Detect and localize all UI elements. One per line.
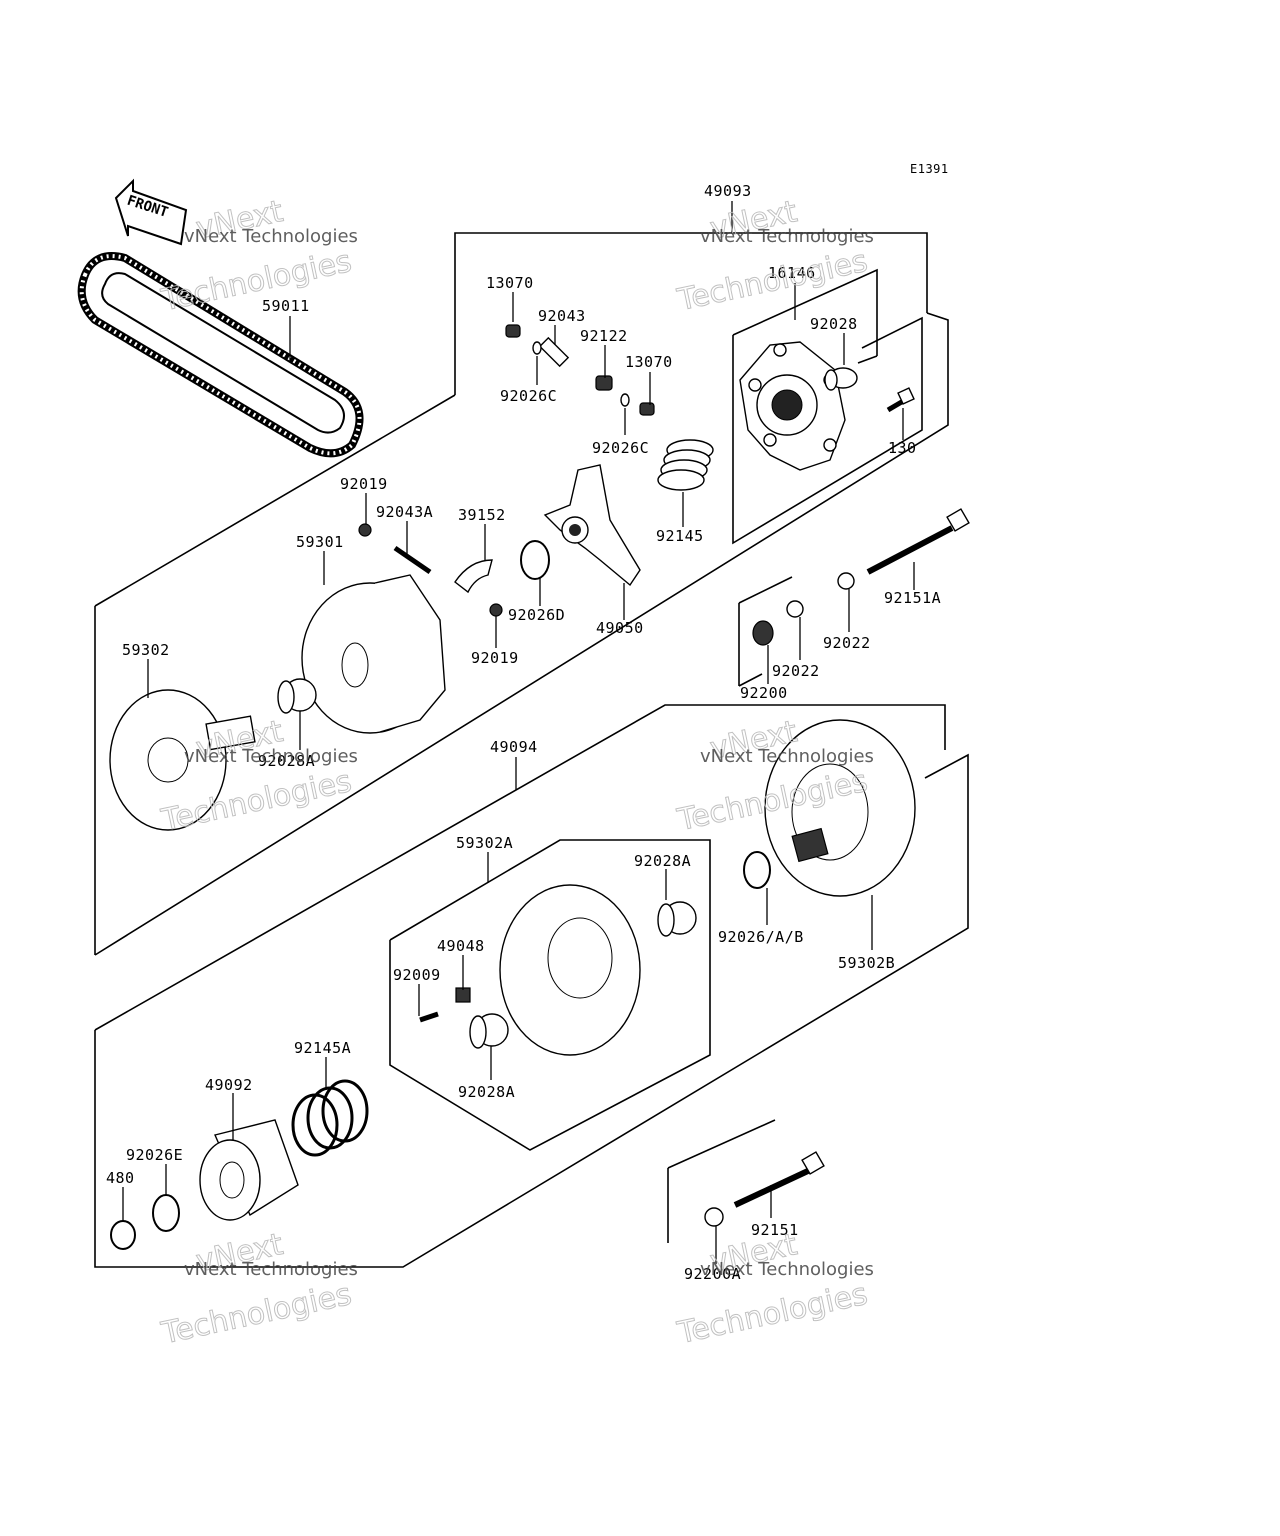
label-49092: 49092 [205, 1076, 253, 1094]
label-92019-a: 92019 [340, 475, 388, 493]
spacer-92200 [752, 620, 774, 646]
label-49050: 49050 [596, 619, 644, 637]
driven-sheave-59302b [764, 719, 916, 897]
drive-belt [77, 252, 364, 458]
part-labels: 49093 16146 13070 92043 92122 13070 9202… [106, 182, 941, 1283]
label-92026c-a: 92026C [500, 387, 557, 405]
svg-text:vNext Technologies: vNext Technologies [184, 1259, 358, 1280]
watermark-top-left: vNext vNext Technologies Technologies [157, 193, 358, 319]
washer-92022-a [837, 572, 855, 590]
spring-92145 [657, 439, 714, 491]
bolt-130 [886, 387, 915, 413]
label-92009: 92009 [393, 966, 441, 984]
leader-lines [122, 201, 915, 1264]
ring-92026d [520, 540, 550, 580]
svg-text:vNext Technologies: vNext Technologies [184, 746, 358, 767]
label-49093: 49093 [704, 182, 752, 200]
svg-text:Technologies: Technologies [674, 1277, 871, 1352]
label-92028a-top: 92028A [258, 752, 315, 770]
bushing-92028a-bottom [469, 1013, 509, 1049]
washer-92026c-b [620, 393, 630, 407]
svg-text:vNext Technologies: vNext Technologies [184, 226, 358, 247]
pin-92043a [393, 545, 432, 575]
label-16146: 16146 [768, 264, 816, 282]
diagram-code: E1391 [910, 162, 949, 176]
screw-92009 [419, 1011, 439, 1023]
cam-49092 [199, 1119, 299, 1221]
label-13070-a: 13070 [486, 274, 534, 292]
label-92145a: 92145A [294, 1039, 351, 1057]
label-92026c-b: 92026C [592, 439, 649, 457]
movable-sheave-59301 [301, 574, 446, 734]
label-59302b: 59302B [838, 954, 895, 972]
label-92122: 92122 [580, 327, 628, 345]
pin-92043 [538, 336, 570, 368]
label-92022-a: 92022 [823, 634, 871, 652]
svg-text:vNext Technologies: vNext Technologies [700, 746, 874, 767]
group-box-16146 [732, 268, 878, 356]
ring-92026ab [743, 851, 771, 889]
label-92043a: 92043A [376, 503, 433, 521]
bushing-92028a-top [277, 678, 317, 714]
svg-text:Technologies: Technologies [158, 1277, 355, 1352]
label-39152: 39152 [458, 506, 506, 524]
watermark-top-right: vNext vNext Technologies Technologies [673, 194, 874, 319]
bushing-92028a-right [657, 901, 697, 937]
label-92022-b: 92022 [772, 662, 820, 680]
weight-13070-b [639, 402, 655, 416]
bushing-92028 [824, 367, 858, 391]
label-92026e: 92026E [126, 1146, 183, 1164]
label-130: 130 [888, 439, 917, 457]
spider-cover-16146 [739, 341, 846, 471]
washer-92022-b [786, 600, 804, 618]
label-49048: 49048 [437, 937, 485, 955]
label-13070-b: 13070 [625, 353, 673, 371]
weight-13070-a [505, 324, 521, 338]
label-480: 480 [106, 1169, 135, 1187]
driven-sheave-59302a [499, 884, 641, 1056]
washer-92026c-a [532, 341, 542, 355]
clip-49048 [455, 987, 471, 1003]
watermark-bottom-right: vNext vNext Technologies Technologies [673, 1227, 874, 1352]
nut-92019-b [489, 603, 503, 617]
label-92026d: 92026D [508, 606, 565, 624]
roller-92122 [595, 375, 613, 391]
spider-arm-49050 [543, 464, 641, 587]
label-92200a: 92200A [684, 1265, 741, 1283]
label-92151: 92151 [751, 1221, 799, 1239]
circlip-480 [110, 1220, 136, 1250]
label-59011: 59011 [262, 297, 310, 315]
label-92043: 92043 [538, 307, 586, 325]
spring-92145a [291, 1079, 369, 1157]
watermark-bottom-left: vNext vNext Technologies Technologies [157, 1226, 358, 1352]
front-arrow-icon: FRONT [114, 178, 188, 246]
svg-text:vNext Technologies: vNext Technologies [700, 226, 874, 247]
ring-92026e [152, 1194, 180, 1232]
label-49094: 49094 [490, 738, 538, 756]
shoe-39152 [454, 559, 493, 594]
label-59301: 59301 [296, 533, 344, 551]
nut-92019-a [358, 523, 372, 537]
label-59302a: 59302A [456, 834, 513, 852]
svg-text:vNext Technologies: vNext Technologies [700, 1259, 874, 1280]
label-92019-b: 92019 [471, 649, 519, 667]
fixed-sheave-59302 [109, 689, 256, 831]
label-92028: 92028 [810, 315, 858, 333]
label-92028a-bottom: 92028A [458, 1083, 515, 1101]
svg-text:Technologies: Technologies [158, 244, 355, 319]
spacer-92200a [704, 1207, 724, 1227]
group-box-59302a [389, 839, 711, 1151]
group-box-drive-pulley [454, 232, 928, 395]
label-92028a-right: 92028A [634, 852, 691, 870]
bolt-92151 [733, 1151, 825, 1208]
svg-text:Technologies: Technologies [674, 244, 871, 319]
label-92145: 92145 [656, 527, 704, 545]
label-92026ab: 92026/A/B [718, 928, 804, 946]
label-92151a: 92151A [884, 589, 941, 607]
label-59302: 59302 [122, 641, 170, 659]
bolt-92151a [866, 508, 970, 575]
label-92200: 92200 [740, 684, 788, 702]
group-box-driven-pulley [94, 704, 946, 1031]
